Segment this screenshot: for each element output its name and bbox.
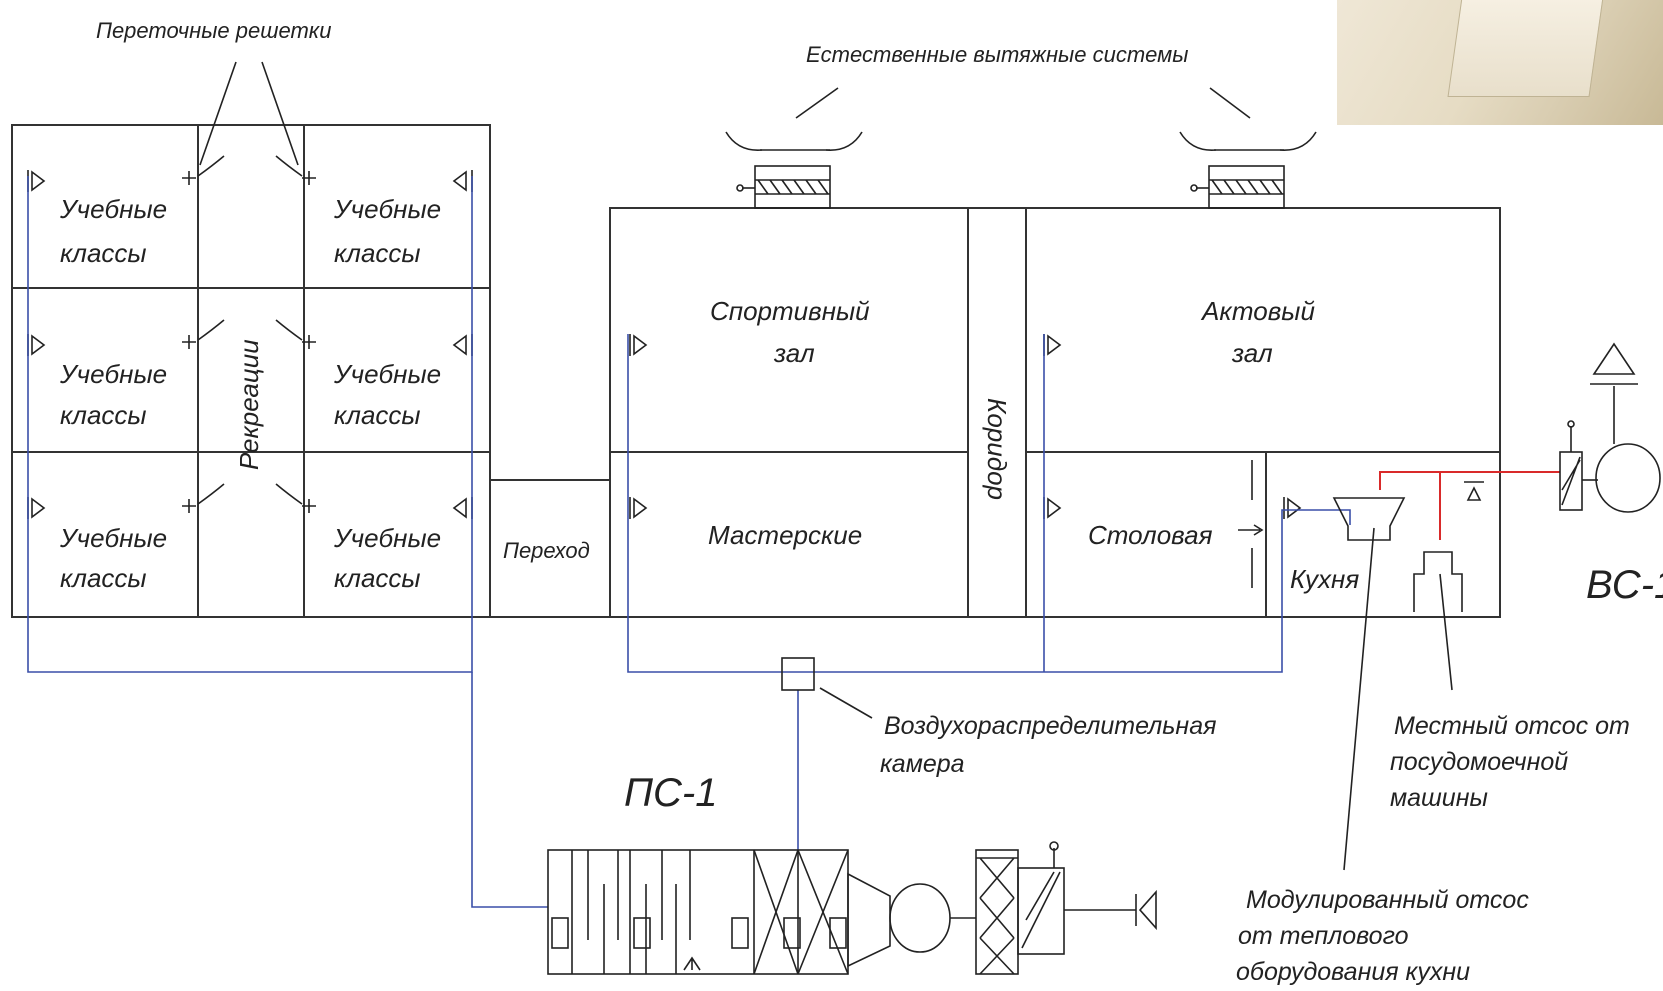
classroom-label: Учебные — [59, 194, 167, 224]
main-diffusers — [629, 334, 1302, 588]
classroom-label: Учебные — [59, 359, 167, 389]
vs1-label: ВС-1 — [1586, 563, 1663, 607]
ps1-label: ПС-1 — [624, 771, 717, 815]
photo-inset — [1337, 0, 1663, 125]
classroom-label: Учебные — [333, 359, 441, 389]
callouts: Воздухораспределительная камера Местный … — [819, 687, 1630, 986]
air-chamber-label: камера — [880, 750, 965, 778]
assembly-hall-label: зал — [1231, 338, 1273, 368]
natural-exhaust-label: Естественные вытяжные системы — [806, 42, 1188, 67]
classroom-label: Учебные — [59, 523, 167, 553]
supply-ducts — [27, 176, 1351, 908]
air-chamber-label: Воздухораспределительная — [884, 712, 1216, 740]
classroom-label: Учебные — [333, 194, 441, 224]
recreation-label: Рекреации — [234, 339, 264, 470]
classroom-block — [11, 124, 491, 618]
local-exhaust-label: машины — [1390, 784, 1488, 812]
modulated-exhaust-label: от теплового — [1238, 922, 1409, 950]
classroom-label: классы — [334, 400, 421, 430]
modulated-exhaust-label: Модулированный отсос — [1246, 886, 1529, 914]
ahu-ps1: ПС-1 — [547, 771, 1157, 975]
kitchen-label: Кухня — [1290, 564, 1359, 594]
local-exhaust-label: Местный отсос от — [1394, 712, 1630, 740]
gym-label: Спортивный — [710, 296, 870, 326]
classroom-label: классы — [60, 238, 147, 268]
modulated-exhaust-label: оборудования кухни — [1236, 958, 1470, 986]
corridor-label: Коридор — [982, 398, 1012, 500]
classroom-label: классы — [334, 563, 421, 593]
classroom-label: Учебные — [333, 523, 441, 553]
classroom-label: классы — [60, 400, 147, 430]
transfer-grilles-label: Переточные решетки — [96, 18, 331, 43]
workshops-label: Мастерские — [708, 520, 862, 550]
natural-exhaust-units: Естественные вытяжные системы — [725, 42, 1317, 209]
assembly-hall-label: Актовый — [1200, 296, 1315, 326]
transfer-grilles: Переточные решетки — [96, 18, 331, 513]
classroom-label: классы — [334, 238, 421, 268]
main-building: Спортивный зал Мастерские Коридор Актовы… — [609, 207, 1501, 618]
passage: Переход — [490, 479, 610, 618]
gym-label: зал — [773, 338, 815, 368]
local-exhaust-label: посудомоечной — [1390, 748, 1568, 776]
passage-label: Переход — [503, 538, 590, 563]
canteen-label: Столовая — [1088, 520, 1213, 550]
exhaust-system: ВС-1 — [1332, 342, 1663, 871]
classroom-label: классы — [60, 563, 147, 593]
classroom-labels: Учебные классы Учебные классы Учебные кл… — [59, 194, 441, 593]
